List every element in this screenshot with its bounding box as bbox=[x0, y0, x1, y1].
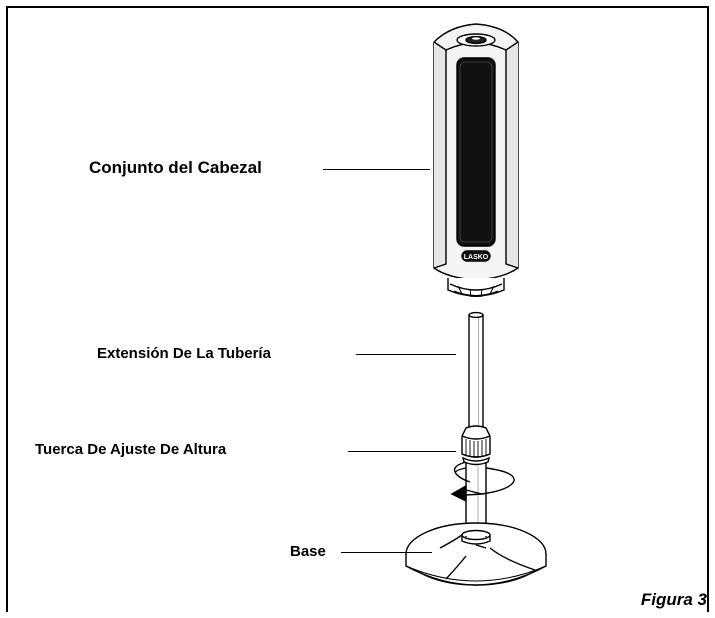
leader-pipe-extension bbox=[356, 354, 456, 356]
head-assembly bbox=[433, 23, 519, 298]
label-pipe-extension: Extensión De La Tubería bbox=[97, 345, 271, 362]
label-height-nut: Tuerca De Ajuste De Altura bbox=[35, 441, 227, 458]
leader-height-nut bbox=[348, 451, 456, 453]
height-nut bbox=[461, 425, 491, 466]
label-head-assembly: Conjunto del Cabezal bbox=[89, 158, 262, 177]
leader-base bbox=[341, 552, 432, 554]
label-base: Base bbox=[290, 543, 326, 560]
figure-frame bbox=[6, 6, 709, 612]
figure-caption: Figura 3 bbox=[640, 590, 707, 609]
pipe-extension bbox=[468, 311, 484, 428]
brand-logo-text: LASKO bbox=[464, 254, 489, 261]
brand-logo bbox=[461, 250, 491, 262]
base bbox=[405, 522, 547, 586]
rotation-arrow-icon bbox=[450, 461, 515, 503]
leader-head-assembly bbox=[323, 169, 430, 171]
